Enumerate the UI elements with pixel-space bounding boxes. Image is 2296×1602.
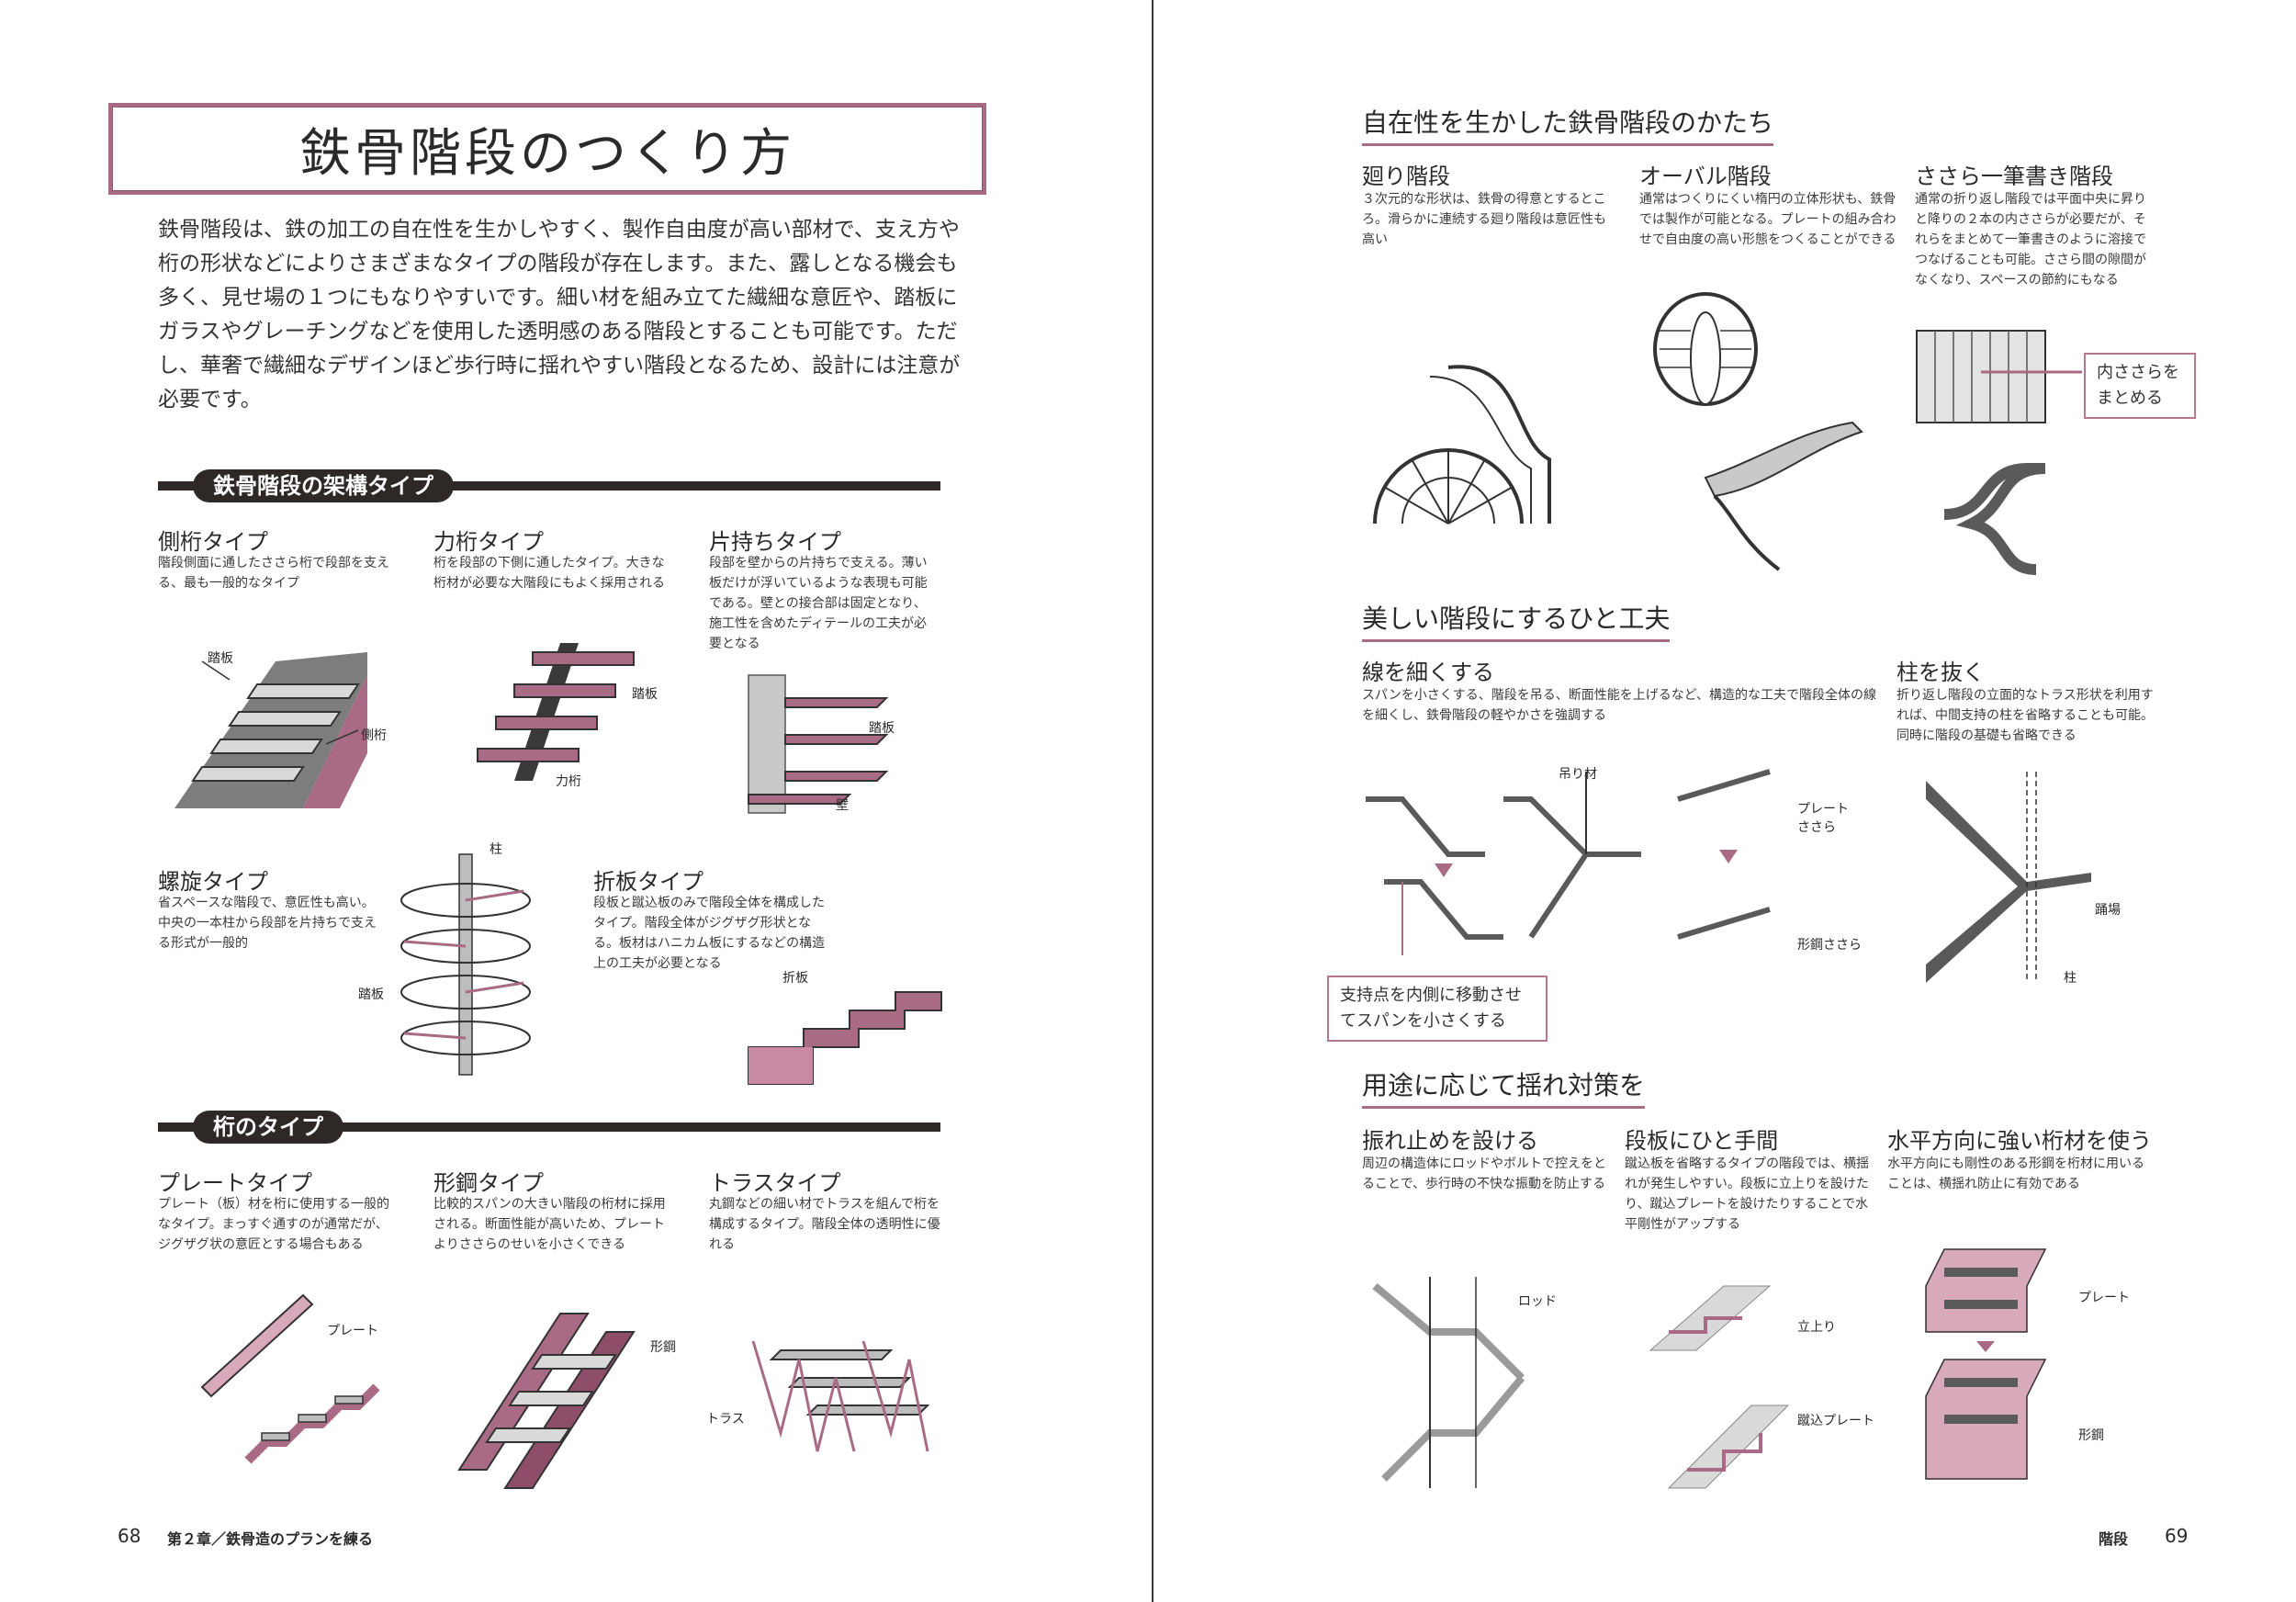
page-number-left: 68 [118, 1525, 141, 1547]
type-desc-main-stringer: 桁を段部の下側に通したタイプ。大きな桁材が必要な大階段にもよく採用される [433, 556, 665, 591]
section-heading-sway: 用途に応じて揺れ対策を [1362, 1066, 1646, 1109]
type-desc-bracing: 周辺の構造体にロッドやボルトで控えをとることで、歩行時の不快な振動を防止する [1362, 1156, 1606, 1191]
label-tread-2: 踏板 [632, 687, 658, 702]
cantilever-illustration [748, 674, 889, 814]
type-title-folded-plate: 折板タイプ [593, 869, 703, 895]
type-desc-single-stroke: 通常の折り返し階段では平面中央に昇りと降りの２本の内ささらが必要だが、それらをま… [1915, 192, 2146, 288]
label-folded-plate: 折板 [782, 971, 808, 986]
winding-stair-illustration [1373, 365, 1551, 525]
book-gutter [1152, 0, 1154, 1602]
side-stringer-illustration [174, 652, 367, 808]
label-tread-spiral: 踏板 [358, 987, 384, 1002]
page-title-box: 鉄骨階段のつくり方 [108, 103, 986, 195]
type-desc-side-stringer: 階段側面に通したささら桁で段部を支える、最も一般的なタイプ [158, 556, 389, 591]
page-number-right: 69 [2165, 1525, 2189, 1547]
section-label-frame-types: 鉄骨階段の架構タイプ [193, 469, 454, 502]
label-upstand: 立上り [1797, 1320, 1836, 1335]
section-heading-freeform: 自在性を生かした鉄骨階段のかたち [1362, 103, 1774, 146]
strong-stringer-illustration [1925, 1248, 2047, 1480]
page-title: 鉄骨階段のつくり方 [299, 123, 795, 184]
section-name-footer: 階段 [2099, 1530, 2129, 1548]
section-divider [158, 481, 940, 491]
type-title-bracing: 振れ止めを設ける [1362, 1128, 1538, 1154]
label-tread-3: 踏板 [869, 721, 895, 736]
type-desc-tread-detail: 蹴込板を省略するタイプの階段では、横揺れが発生しやすい。段板に立上りを設けたり、… [1625, 1156, 1869, 1232]
left-page: 鉄骨階段のつくり方 鉄骨階段は、鉄の加工の自在性を生かしやすく、製作自由度が高い… [108, 103, 986, 1548]
type-title-strong-stringer: 水平方向に強い桁材を使う [1887, 1128, 2152, 1154]
section-steel-illustration [457, 1313, 636, 1489]
label-side-stringer: 側桁 [361, 728, 387, 743]
type-title-plate: プレートタイプ [158, 1170, 312, 1196]
label-plate-stringer: プレートささら [1797, 802, 1849, 835]
type-title-spiral: 螺旋タイプ [158, 869, 268, 895]
section-heading-beautiful: 美しい階段にするひと工夫 [1362, 599, 1671, 642]
label-section-steel: 形鋼 [650, 1340, 676, 1355]
label-rod: ロッド [1518, 1294, 1557, 1309]
label-section-steel-2: 形鋼 [2078, 1428, 2104, 1443]
intro-paragraph: 鉄骨階段は、鉄の加工の自在性を生かしやすく、製作自由度が高い部材で、支え方や桁の… [158, 218, 961, 412]
remove-column-illustration [1926, 772, 2091, 983]
type-desc-spiral: 省スペースな階段で、意匠性も高い。中央の一本柱から段部を片持ちで支える形式が一般… [158, 896, 377, 951]
single-stroke-illustration [1916, 330, 2082, 575]
tread-detail-illustration [1649, 1285, 1790, 1489]
type-desc-oval: 通常はつくりにくい楕円の立体形状も、鉄骨では製作が可能となる。プレートの組み合わ… [1639, 192, 1896, 247]
type-desc-cantilever: 段部を壁からの片持ちで支える。薄い板だけが浮いているような表現も可能である。壁と… [709, 556, 928, 651]
label-tread: 踏板 [208, 651, 233, 666]
right-page: 自在性を生かした鉄骨階段のかたち 廻り階段 ３次元的な形状は、鉄骨の得意とすると… [1154, 0, 2296, 1602]
type-title-remove-column: 柱を抜く [1896, 660, 1985, 685]
main-stringer-illustration [477, 643, 635, 781]
thin-lines-illustration [1366, 769, 1771, 955]
section-divider-2 [158, 1123, 940, 1132]
truss-illustration [751, 1340, 930, 1452]
type-desc-section-steel: 比較的スパンの大きい階段の桁材に採用される。断面性能が高いため、プレートよりささ… [433, 1197, 666, 1252]
type-desc-thin-lines: スパンを小さくする、階段を吊る、断面性能を上げるなど、構造的な工夫で階段全体の線… [1362, 688, 1876, 723]
chapter-title: 第２章／鉄骨造のプランを練る [167, 1530, 374, 1548]
type-title-main-stringer: 力桁タイプ [433, 529, 544, 555]
type-title-thin-lines: 線を細くする [1362, 660, 1494, 685]
spiral-illustration [400, 853, 531, 1076]
label-truss: トラス [706, 1412, 745, 1427]
label-plate-2: プレート [2078, 1291, 2130, 1305]
folded-plate-illustration [748, 991, 942, 1085]
oval-stair-illustration [1653, 292, 1863, 571]
section-label-stringer-types: 桁のタイプ [193, 1111, 343, 1144]
bracing-illustration [1372, 1277, 1525, 1488]
callout-combine-inner-stringers: 内ささらをまとめる [2084, 353, 2196, 419]
type-title-single-stroke: ささら一筆書き階段 [1915, 164, 2113, 189]
label-column: 柱 [490, 842, 502, 857]
type-desc-strong-stringer: 水平方向にも剛性のある形鋼を桁材に用いることは、横揺れ防止に有効である [1887, 1156, 2144, 1191]
label-wall: 壁 [836, 798, 849, 813]
type-title-section-steel: 形鋼タイプ [433, 1170, 544, 1196]
type-title-side-stringer: 側桁タイプ [158, 529, 268, 555]
callout-move-support: 支持点を内側に移動させてスパンを小さくする [1327, 976, 1548, 1042]
label-hanger: 吊り材 [1559, 767, 1597, 782]
type-title-truss: トラスタイプ [709, 1170, 841, 1196]
label-section-steel-stringer: 形鋼ささら [1797, 938, 1862, 953]
type-title-winding: 廻り階段 [1362, 164, 1450, 189]
label-column-2: 柱 [2064, 971, 2077, 986]
type-desc-folded-plate: 段板と蹴込板のみで階段全体を構成したタイプ。階段全体がジグザグ形状となる。板材は… [593, 896, 826, 971]
type-desc-remove-column: 折り返し階段の立面的なトラス形状を利用すれば、中間支持の柱を省略することも可能。… [1896, 688, 2154, 743]
type-title-oval: オーバル階段 [1639, 164, 1772, 189]
label-landing: 踊場 [2095, 903, 2121, 918]
label-riser-plate: 蹴込プレート [1797, 1414, 1874, 1428]
type-desc-winding: ３次元的な形状は、鉄骨の得意とするところ。滑らかに連続する廻り階段は意匠性も高い [1362, 192, 1606, 247]
label-main-stringer: 力桁 [556, 774, 581, 789]
plate-illustration [200, 1293, 380, 1464]
type-title-cantilever: 片持ちタイプ [709, 529, 841, 555]
label-plate: プレート [327, 1324, 378, 1338]
type-desc-plate: プレート（板）材を桁に使用する一般的なタイプ。まっすぐ通すのが通常だが、ジグザグ… [158, 1197, 389, 1252]
type-desc-truss: 丸鋼などの細い材でトラスを組んで桁を構成するタイプ。階段全体の透明性に優れる [709, 1197, 940, 1252]
type-title-tread-detail: 段板にひと手間 [1625, 1128, 1779, 1154]
